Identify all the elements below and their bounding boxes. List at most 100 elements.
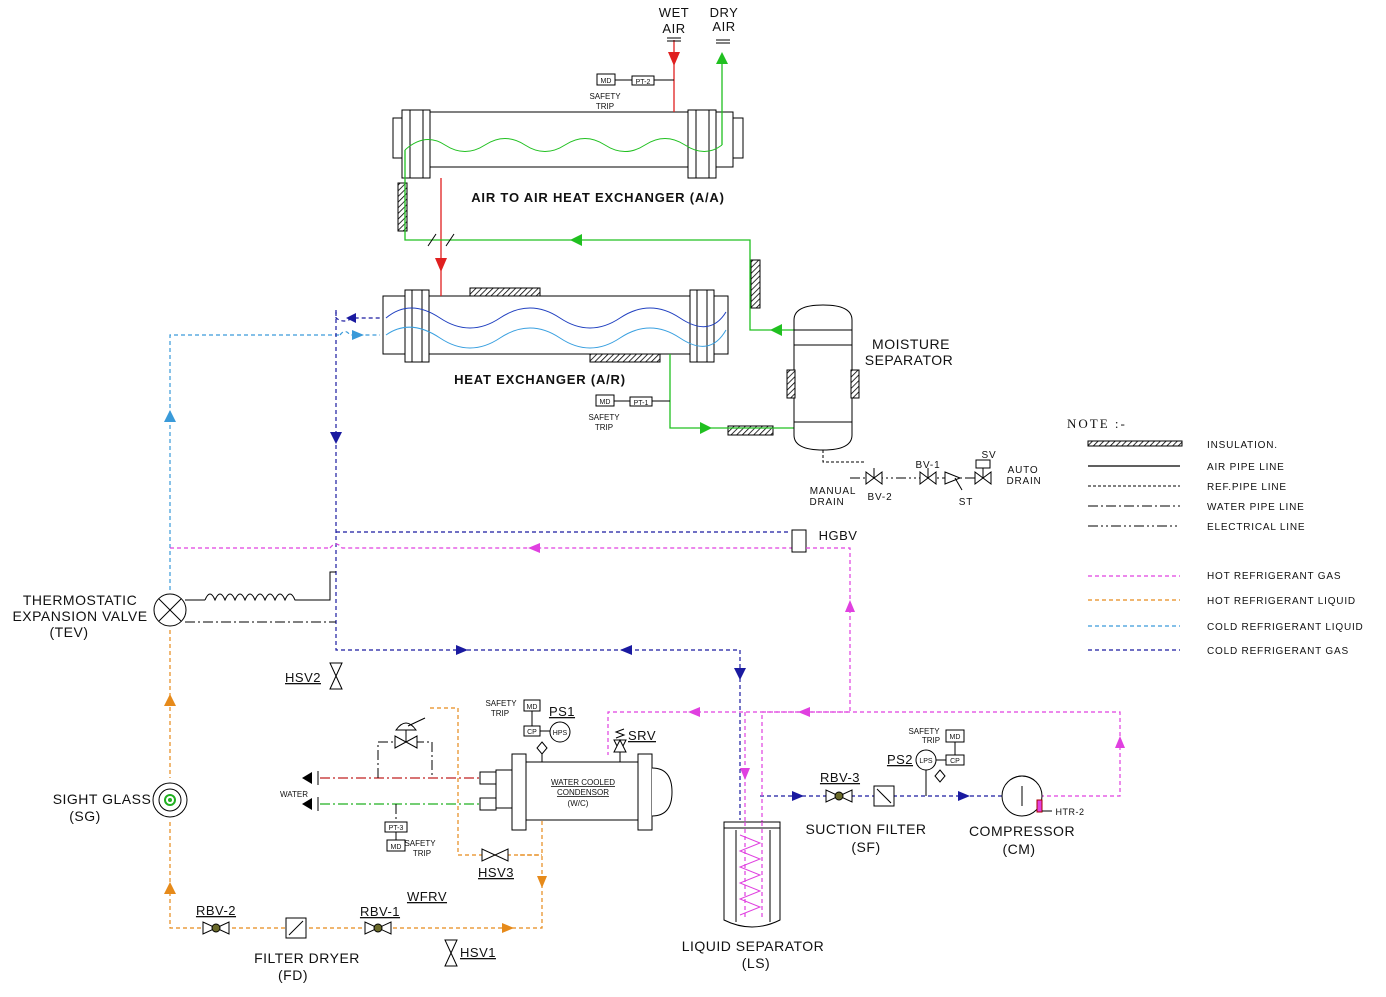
legend-cold-gas: COLD REFRIGERANT GAS	[1207, 646, 1349, 657]
safety-label: SAFETY	[589, 92, 621, 101]
safety-relief-valve	[613, 728, 627, 762]
md-label: MD	[527, 704, 538, 711]
insulation-block	[727, 425, 774, 436]
srv-label: SRV	[628, 728, 656, 743]
pt3-sensor-group: PT-3 MD SAFETY TRIP	[384, 821, 436, 858]
legend-title: NOTE :-	[1067, 416, 1127, 431]
liquid-sep-label-2: (LS)	[742, 955, 770, 971]
moisture-sep-label-2: SEPARATOR	[865, 352, 954, 368]
md-label: MD	[950, 734, 961, 741]
bv2-label: BV-2	[868, 492, 893, 503]
safety-label: SAFETY	[485, 699, 517, 708]
insulation-block	[750, 259, 761, 309]
pt2-sensor-group: MD PT-2 SAFETY TRIP	[589, 73, 674, 111]
filter-dryer-label-2: (FD)	[278, 967, 308, 983]
condenser-label-3: (W/C)	[568, 799, 589, 808]
cold-refrigerant-gas-line	[330, 310, 1004, 820]
drain-line	[822, 450, 992, 491]
md-label: MD	[600, 399, 611, 406]
cold-refrigerant-liquid-line	[164, 330, 380, 590]
hps-pressure-switch: MD CP HPS SAFETY TRIP	[485, 699, 571, 762]
tev-label-3: (TEV)	[49, 624, 88, 640]
cp-label: CP	[950, 758, 960, 765]
hsv3-label: HSV3	[478, 865, 514, 880]
trip-label: TRIP	[596, 102, 614, 111]
rbv3-label: RBV-3	[820, 770, 860, 785]
hgbv-label: HGBV	[819, 528, 858, 543]
trip-label: TRIP	[413, 849, 431, 858]
moisture-separator	[786, 304, 860, 451]
sight-glass-label-2: (SG)	[69, 808, 101, 824]
hsv2-label: HSV2	[285, 670, 321, 685]
md-label: MD	[391, 844, 402, 851]
pt3-label: PT-3	[389, 825, 404, 832]
bv1-label: BV-1	[916, 460, 941, 471]
pt2-label: PT-2	[636, 79, 651, 86]
legend-insulation: INSULATION.	[1207, 440, 1278, 451]
auto-drain-label-2: DRAIN	[1006, 476, 1041, 487]
tev-label-1: THERMOSTATIC	[23, 592, 137, 608]
hot-refrigerant-gas-line	[170, 529, 1125, 920]
trip-label: TRIP	[595, 423, 613, 432]
hsv2-valve	[329, 662, 343, 690]
water-circuit	[302, 717, 480, 822]
compressor-label-1: COMPRESSOR	[969, 823, 1075, 839]
hsv3-valve	[481, 848, 509, 862]
insulation-block	[397, 182, 408, 232]
safety-label: SAFETY	[588, 413, 620, 422]
liquid-separator	[723, 821, 781, 928]
compressor	[1001, 775, 1043, 817]
hot-refrigerant-liquid-line	[164, 630, 547, 933]
water-label: WATER	[280, 790, 308, 799]
suction-filter-label-1: SUCTION FILTER	[805, 821, 926, 837]
rbv1-valve	[364, 921, 392, 935]
condenser-label-2: CONDENSOR	[557, 788, 609, 797]
thermostatic-expansion-valve	[153, 593, 187, 627]
legend-water-pipe: WATER PIPE LINE	[1207, 502, 1305, 513]
pt1-label: PT-1	[634, 400, 649, 407]
wet-air-label-2: AIR	[662, 21, 685, 36]
legend-hot-gas: HOT REFRIGERANT GAS	[1207, 571, 1341, 582]
ps1-label: PS1	[549, 704, 575, 719]
manual-drain-label-2: DRAIN	[809, 497, 844, 508]
heat-exchanger-ar	[382, 287, 729, 363]
aa-hx-title: AIR TO AIR HEAT EXCHANGER (A/A)	[471, 190, 725, 205]
water-cooled-condenser	[479, 753, 673, 831]
trip-label: TRIP	[922, 736, 940, 745]
filter-dryer-label-1: FILTER DRYER	[254, 950, 360, 966]
compressor-label-2: (CM)	[1002, 841, 1035, 857]
ps2-label: PS2	[887, 752, 913, 767]
hsv1-valve	[444, 939, 458, 967]
st-label: ST	[959, 497, 973, 508]
cp-label: CP	[527, 729, 537, 736]
air-to-air-heat-exchanger	[392, 109, 744, 179]
electrical-line-tev	[185, 571, 336, 623]
hps-label: HPS	[553, 730, 568, 737]
lps-label: LPS	[919, 758, 933, 765]
legend-hot-liquid: HOT REFRIGERANT LIQUID	[1207, 596, 1356, 607]
wfrv-label: WFRV	[407, 889, 447, 904]
sv-label: SV	[982, 450, 997, 461]
hsv1-label: HSV1	[460, 945, 496, 960]
rbv3-valve	[825, 789, 853, 803]
sight-glass	[152, 782, 188, 818]
lps-pressure-switch: LPS CP MD SAFETY TRIP	[908, 727, 965, 796]
htr2-label: HTR-2	[1056, 807, 1085, 817]
pt1-sensor-group: MD PT-1 SAFETY TRIP	[588, 394, 670, 432]
manual-drain-label-1: MANUAL	[810, 486, 856, 497]
liquid-sep-label-1: LIQUID SEPARATOR	[682, 938, 825, 954]
wet-air-label-1: WET	[659, 5, 689, 20]
md-label: MD	[601, 78, 612, 85]
dry-air-label-1: DRY	[710, 5, 739, 20]
moisture-sep-label-1: MOISTURE	[872, 336, 950, 352]
rbv2-label: RBV-2	[196, 903, 236, 918]
dry-air-label-2: AIR	[712, 19, 735, 34]
safety-label: SAFETY	[404, 839, 436, 848]
trip-label: TRIP	[491, 709, 509, 718]
diagram-labels: WET AIR DRY AIR AIR TO AIR HEAT EXCHANGE…	[12, 5, 1362, 983]
legend-electrical: ELECTRICAL LINE	[1207, 522, 1305, 533]
safety-label: SAFETY	[908, 727, 940, 736]
sight-glass-label-1: SIGHT GLASS	[53, 791, 152, 807]
rbv2-valve	[202, 921, 230, 935]
